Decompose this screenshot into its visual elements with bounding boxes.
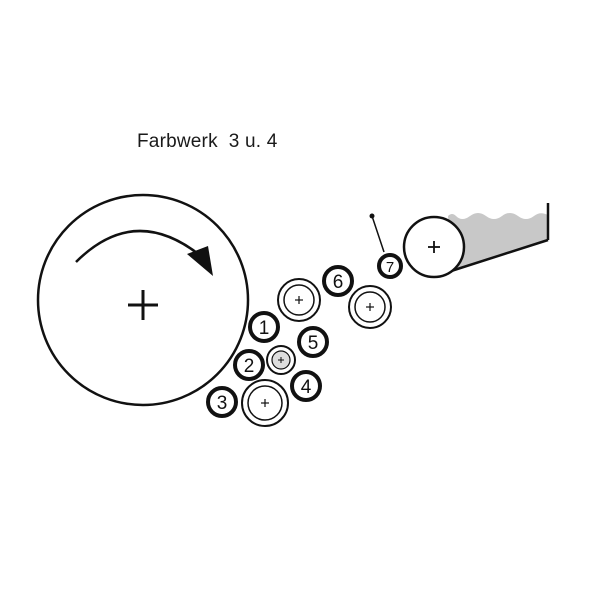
rotation-arrow-icon — [75, 229, 209, 263]
vibrator-roller — [266, 345, 296, 375]
plus-icon — [428, 241, 440, 253]
roller-7: 7 — [377, 253, 403, 279]
roller-6: 6 — [322, 265, 354, 297]
vibrator-roller — [277, 278, 321, 322]
arrowhead-icon — [187, 246, 213, 276]
roller-label: 2 — [244, 356, 255, 377]
fountain-roller — [402, 215, 466, 279]
roller-label: 4 — [301, 377, 312, 398]
roller-label: 5 — [308, 333, 319, 354]
roller-3: 3 — [206, 386, 238, 418]
diagram-title: Farbwerk 3 u. 4 — [137, 131, 278, 152]
roller-2: 2 — [233, 349, 265, 381]
roller-label: 6 — [333, 272, 344, 293]
roller-label: 3 — [217, 393, 228, 414]
roller-1: 1 — [248, 311, 280, 343]
roller-4: 4 — [290, 370, 322, 402]
vibrator-roller — [241, 379, 289, 427]
plate-cylinder — [36, 193, 250, 407]
roller-label: 1 — [259, 318, 270, 339]
vibrator-roller — [348, 285, 392, 329]
roller-5: 5 — [297, 326, 329, 358]
roller-label: 7 — [386, 259, 394, 276]
ink-fountain — [447, 203, 550, 274]
ductor-lever — [369, 213, 385, 253]
plus-icon — [128, 290, 158, 320]
